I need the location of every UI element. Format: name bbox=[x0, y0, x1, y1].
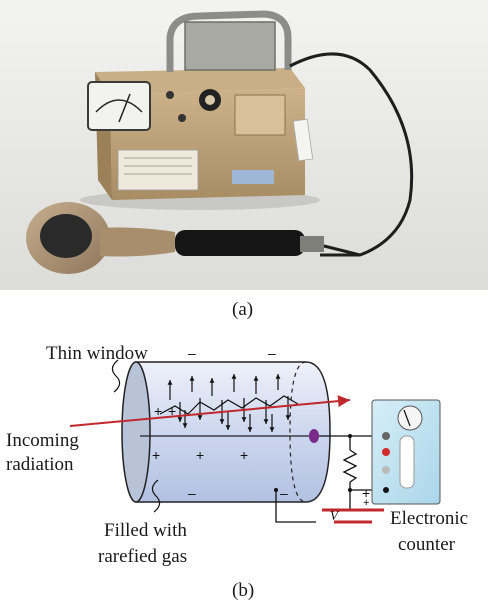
charge-minus: – bbox=[188, 345, 196, 361]
junction-dot bbox=[348, 434, 352, 438]
junction-dot bbox=[274, 488, 278, 492]
filled-gas-label-1: Filled with bbox=[104, 520, 187, 541]
battery-plus: + bbox=[362, 485, 370, 501]
probe-neck bbox=[100, 227, 175, 257]
meter-paper-tag bbox=[292, 118, 314, 162]
pancake-probe bbox=[26, 202, 324, 274]
probe-cable bbox=[289, 52, 414, 257]
junction-dot bbox=[348, 488, 352, 492]
meter-handle-plate bbox=[184, 21, 276, 71]
anode-electrode bbox=[309, 429, 319, 443]
tube-back-end bbox=[289, 361, 307, 503]
avalanche-path bbox=[159, 395, 299, 415]
thin-window-label: Thin window bbox=[46, 343, 148, 364]
thin-window-pointer bbox=[111, 359, 121, 393]
electronic-counter-label-1: Electronic bbox=[390, 508, 469, 529]
meter-nameplate bbox=[234, 94, 286, 136]
counter-display bbox=[399, 435, 415, 489]
incoming-radiation-ray bbox=[69, 395, 351, 427]
electronic-counter-label-2: counter bbox=[398, 534, 455, 555]
gas-pointer bbox=[151, 479, 161, 513]
survey-meter bbox=[87, 10, 314, 200]
charge-plus: + bbox=[168, 403, 176, 419]
incoming-radiation-label-1: Incoming bbox=[6, 430, 79, 451]
probe-connector bbox=[300, 236, 324, 252]
charge-minus: – bbox=[188, 485, 196, 501]
thin-window-end bbox=[121, 361, 151, 503]
counter-plus: + bbox=[363, 497, 369, 509]
filled-gas-label-2: rarefied gas bbox=[98, 546, 188, 567]
voltage-label: V bbox=[330, 508, 340, 523]
meter-gauge-scale bbox=[95, 99, 143, 113]
probe-grip bbox=[175, 230, 305, 256]
counter-indicator-icon bbox=[382, 432, 390, 440]
incoming-radiation-label-2: radiation bbox=[6, 454, 74, 475]
charge-plus: + bbox=[152, 447, 160, 463]
charge-plus: + bbox=[240, 447, 248, 463]
charge-minus: – bbox=[280, 485, 288, 501]
circuit-wire bbox=[275, 490, 316, 523]
counter-indicator-icon bbox=[382, 448, 390, 456]
charge-plus: + bbox=[196, 447, 204, 463]
meter-switch-icon bbox=[178, 114, 186, 122]
charge-plus: + bbox=[154, 403, 162, 419]
charge-minus: – bbox=[268, 345, 276, 361]
caption-b: (b) bbox=[232, 580, 255, 601]
counter-indicator-icon bbox=[383, 487, 389, 493]
counter-indicator-icon bbox=[382, 466, 390, 474]
meter-switch-icon bbox=[166, 91, 174, 99]
geiger-counter-photo bbox=[0, 0, 488, 290]
counter-dial-icon bbox=[397, 405, 423, 431]
counter-needle bbox=[403, 409, 411, 427]
caption-a: (a) bbox=[232, 299, 254, 320]
probe-window bbox=[40, 214, 92, 258]
meter-handle bbox=[166, 10, 292, 72]
meter-gauge bbox=[87, 81, 151, 131]
meter-instruction-label bbox=[117, 149, 199, 191]
geiger-tube bbox=[135, 361, 331, 503]
meter-knob-cap-icon bbox=[205, 95, 215, 105]
resistor bbox=[342, 449, 358, 483]
geiger-tube-diagram: – – + + + + + – – + V + bbox=[69, 345, 441, 524]
meter-blue-sticker bbox=[232, 170, 274, 184]
meter-needle bbox=[118, 93, 131, 123]
